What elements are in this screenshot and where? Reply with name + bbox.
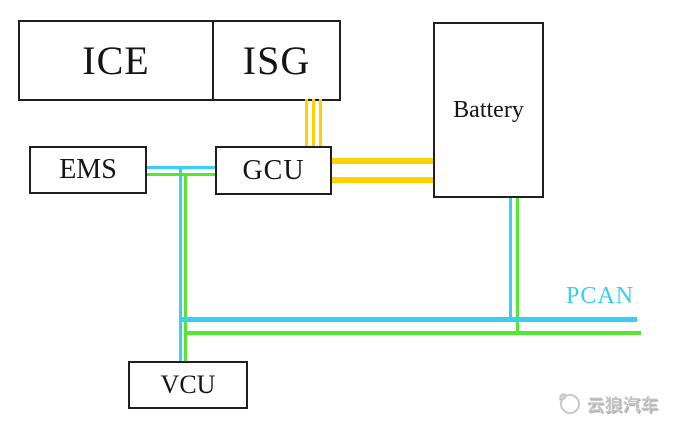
gcu-label: GCU xyxy=(242,154,305,186)
vcu-label: VCU xyxy=(160,370,216,399)
ice-label: ICE xyxy=(82,38,150,83)
block-isg: ISG xyxy=(214,22,339,99)
isg-label: ISG xyxy=(242,38,311,83)
battery-pcan-drop xyxy=(509,197,512,322)
block-gcu: GCU xyxy=(215,146,332,195)
isg-gcu-power-line-2 xyxy=(312,99,315,148)
ems-gcu-pcan-segment xyxy=(146,166,216,169)
green-bus-line xyxy=(184,331,641,335)
ems-gcu-to-vcu-pcan-drop xyxy=(179,166,182,362)
engine-isg-block: ICE ISG xyxy=(18,20,341,101)
isg-gcu-power-line-3 xyxy=(319,99,322,148)
wolf-logo-icon xyxy=(559,393,580,414)
block-vcu: VCU xyxy=(128,361,248,409)
block-ems: EMS xyxy=(29,146,147,194)
block-ice: ICE xyxy=(20,22,214,99)
gcu-battery-power-line-2 xyxy=(330,177,434,183)
battery-green-drop xyxy=(516,197,519,335)
watermark-text: 云狼汽车 xyxy=(587,395,659,415)
isg-gcu-power-line-1 xyxy=(305,99,308,148)
pcan-bus-line xyxy=(179,317,637,322)
watermark: 云狼汽车 xyxy=(556,390,659,416)
ems-label: EMS xyxy=(59,154,117,185)
pcan-bus-label: PCAN xyxy=(566,283,635,309)
block-battery: Battery xyxy=(433,22,544,198)
gcu-battery-power-line-1 xyxy=(330,158,434,164)
battery-label: Battery xyxy=(453,96,524,123)
ems-gcu-green-segment xyxy=(146,173,216,176)
ems-gcu-to-vcu-green-drop xyxy=(184,173,187,362)
